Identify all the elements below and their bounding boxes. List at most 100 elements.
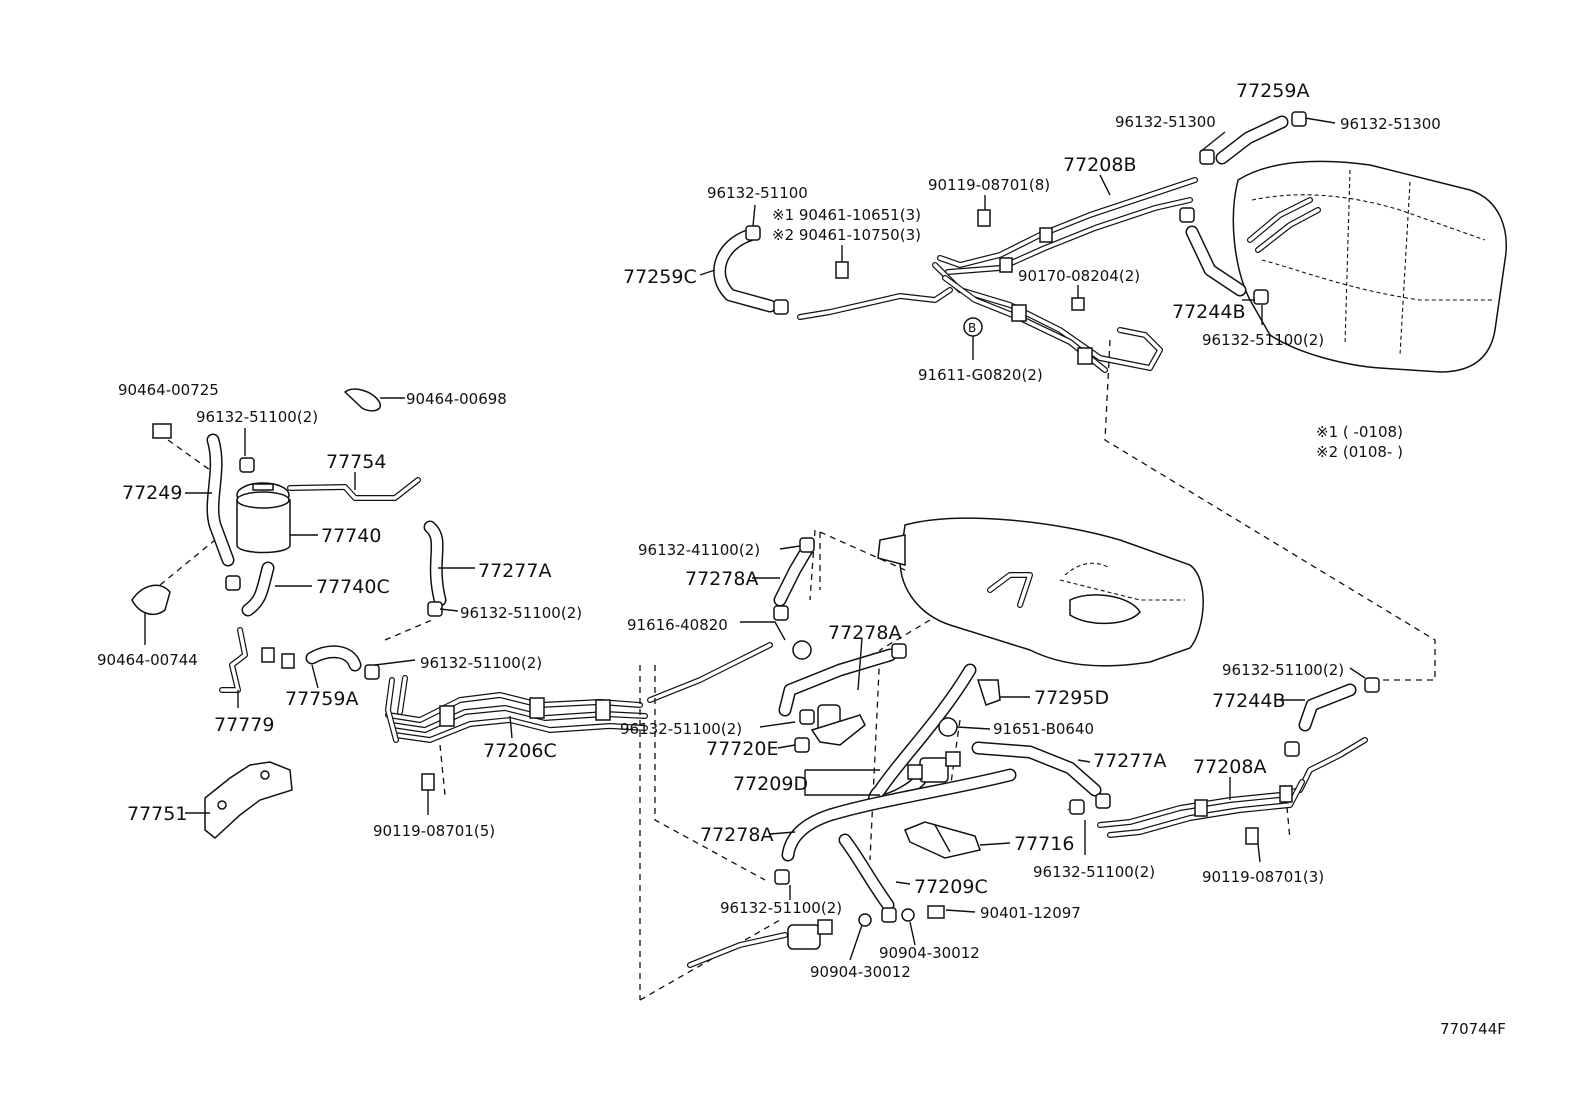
label-90401-12097: 90401-12097 [980,904,1081,922]
label-90904-30012-b: 90904-30012 [810,963,911,981]
label-77259c: 77259C [623,266,697,288]
label-96132-51300-a: 96132-51300 [1115,113,1216,131]
label-96132-41100: 96132-41100(2) [638,541,760,559]
clamp-96132-left [239,457,255,473]
label-96132-51100-2-e: 96132-51100(2) [1033,863,1155,881]
clamp-77249-bottom [225,575,241,591]
hose-77759a [305,645,362,672]
label-77740: 77740 [321,525,381,547]
label-77244b-top: 77244B [1172,301,1245,323]
label-77278a-3: 77278A [700,824,773,846]
label-91611-g0820: 91611-G0820(2) [918,366,1043,384]
label-96132-51100-2-g: 96132-51100(2) [1222,661,1344,679]
label-77759a: 77759A [285,688,358,710]
vacuum-valve-lower [687,919,833,968]
label-90464-00744: 90464-00744 [97,651,198,669]
label-96132-51100-top: 96132-51100 [707,184,808,202]
label-90461-10750: ※2 90461-10750(3) [772,226,921,244]
ref-circle-b-low [938,717,958,737]
label-90461-10651: ※1 90461-10651(3) [772,206,921,224]
note-2: ※2 (0108- ) [1316,443,1403,461]
valve-assembly [907,751,961,783]
hose-77277a-mid [971,741,1111,809]
hose-77278a-mid [778,643,907,717]
bolt-90119-right [1245,827,1259,845]
label-96132-51100-2-a: 96132-51100(2) [196,408,318,426]
ref-b-label: B [968,321,976,335]
washer-90904-b [901,908,915,922]
label-77278a-1: 77278A [685,568,758,590]
hose-77278a-lower [781,768,1085,862]
clip-90464-00698 [343,388,382,412]
hose-77209c [838,833,897,923]
fuel-pipe-77208a [1097,737,1368,838]
label-96132-51100-2-d: 96132-51100(2) [620,720,742,738]
vsv-77720e [794,704,866,753]
label-77716: 77716 [1014,833,1074,855]
label-77754: 77754 [326,451,386,473]
clip-90464-00725 [152,423,172,439]
label-90119-08701-5: 90119-08701(5) [373,822,495,840]
label-77209c: 77209C [914,876,988,898]
fuel-tank-lower [877,517,1204,667]
labels: 77259A 96132-51300 96132-51300 77208B 90… [97,80,1506,1038]
label-91651-b0640: 91651-B0640 [993,720,1094,738]
label-77740c: 77740C [316,576,390,598]
label-90170-08204: 90170-08204(2) [1018,267,1140,285]
diagram-id: 770744F [1440,1020,1506,1038]
label-90119-08701-3: 90119-08701(3) [1202,868,1324,886]
hose-77259c [713,225,789,315]
label-91616-40820: 91616-40820 [627,616,728,634]
label-96132-51100-2-f: 96132-51100(2) [720,899,842,917]
hose-77740c [241,561,275,617]
bolt-90461 [835,261,849,279]
hose-77244b-top [1179,207,1269,305]
bracket-77751 [204,761,293,839]
label-77209d: 77209D [733,773,808,795]
label-96132-51100-2-c: 96132-51100(2) [420,654,542,672]
label-77278a-2: 77278A [828,622,901,644]
label-90464-00725: 90464-00725 [118,381,219,399]
label-77277a-mid: 77277A [1093,750,1166,772]
label-77720e: 77720E [706,738,778,760]
clamp-96132-lower-center [774,869,790,885]
label-90464-00698: 90464-00698 [406,390,507,408]
plug-90401 [927,905,945,919]
canister-77740 [236,482,291,554]
hose-77278a-upper [773,537,815,621]
pipe-77754 [287,477,421,501]
label-77249: 77249 [122,482,182,504]
label-77208b: 77208B [1063,154,1136,176]
label-90904-30012-a: 90904-30012 [879,944,980,962]
clamp-90170 [1071,297,1085,311]
label-96132-51100-2-top: 96132-51100(2) [1202,331,1324,349]
label-77277a-left: 77277A [478,560,551,582]
label-77208a: 77208A [1193,756,1266,778]
label-77244b-right: 77244B [1212,690,1285,712]
washer-90904-a [858,913,872,927]
clip-77295d [976,679,1001,706]
bolt-90119-top [977,209,991,227]
label-77206c: 77206C [483,740,557,762]
fuel-tank-upper [1232,160,1507,373]
leader-lines [144,117,1366,961]
hose-77244b-right [1298,677,1380,732]
label-77295d: 77295D [1034,687,1109,709]
hose-77277a-left [423,520,447,617]
hose-77259a [1199,111,1307,165]
label-77751: 77751 [127,803,187,825]
bracket-77779 [219,627,295,693]
label-96132-51100-2-b: 96132-51100(2) [460,604,582,622]
label-77259a: 77259A [1236,80,1309,102]
label-96132-51300-b: 96132-51300 [1340,115,1441,133]
ref-circle-b-mid [792,640,812,660]
hose-77249 [206,433,235,567]
label-90119-08701-8: 90119-08701(8) [928,176,1050,194]
fuel-pipe-77208b [797,177,1198,373]
label-77779: 77779 [214,714,274,736]
note-1: ※1 ( -0108) [1316,423,1403,441]
bolt-90119-center [421,773,435,791]
bracket-77716 [904,821,981,859]
